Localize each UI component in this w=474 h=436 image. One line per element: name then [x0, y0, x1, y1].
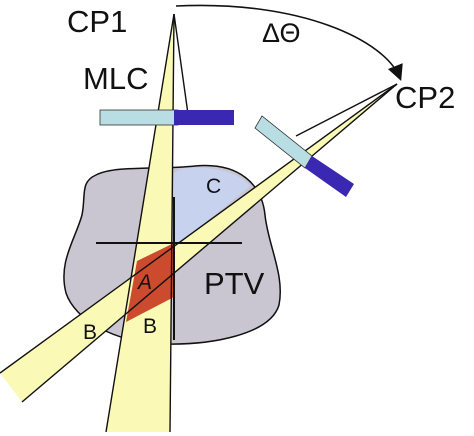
region-a: [126, 243, 174, 322]
beam2-upper-edge: [0, 83, 398, 374]
rotation-arc: [175, 4, 403, 81]
beam2-inner-edge: [295, 83, 398, 137]
mlc-leaf-light-cp1: [99, 109, 179, 126]
label-c: C: [206, 175, 221, 198]
label-b-left: B: [83, 321, 97, 344]
label-delta-theta: ΔΘ: [262, 18, 300, 48]
mlc-leaf-dark-cp1: [174, 110, 234, 125]
mlc-leaf-light-cp2: [254, 115, 313, 169]
beam1-inner-edge: [173, 13, 189, 115]
region-c: [174, 167, 250, 248]
label-a: A: [136, 271, 152, 294]
label-b-right: B: [143, 315, 157, 338]
label-cp2: CP2: [395, 80, 455, 115]
beam1-right-edge: [169, 13, 175, 433]
mlc-leaf-dark-cp2: [305, 156, 354, 197]
isocenter-crosshair: [96, 197, 242, 340]
label-cp1: CP1: [67, 4, 127, 39]
label-ptv: PTV: [204, 266, 265, 301]
label-mlc: MLC: [83, 61, 148, 96]
beam1-left-edge: [105, 13, 175, 433]
